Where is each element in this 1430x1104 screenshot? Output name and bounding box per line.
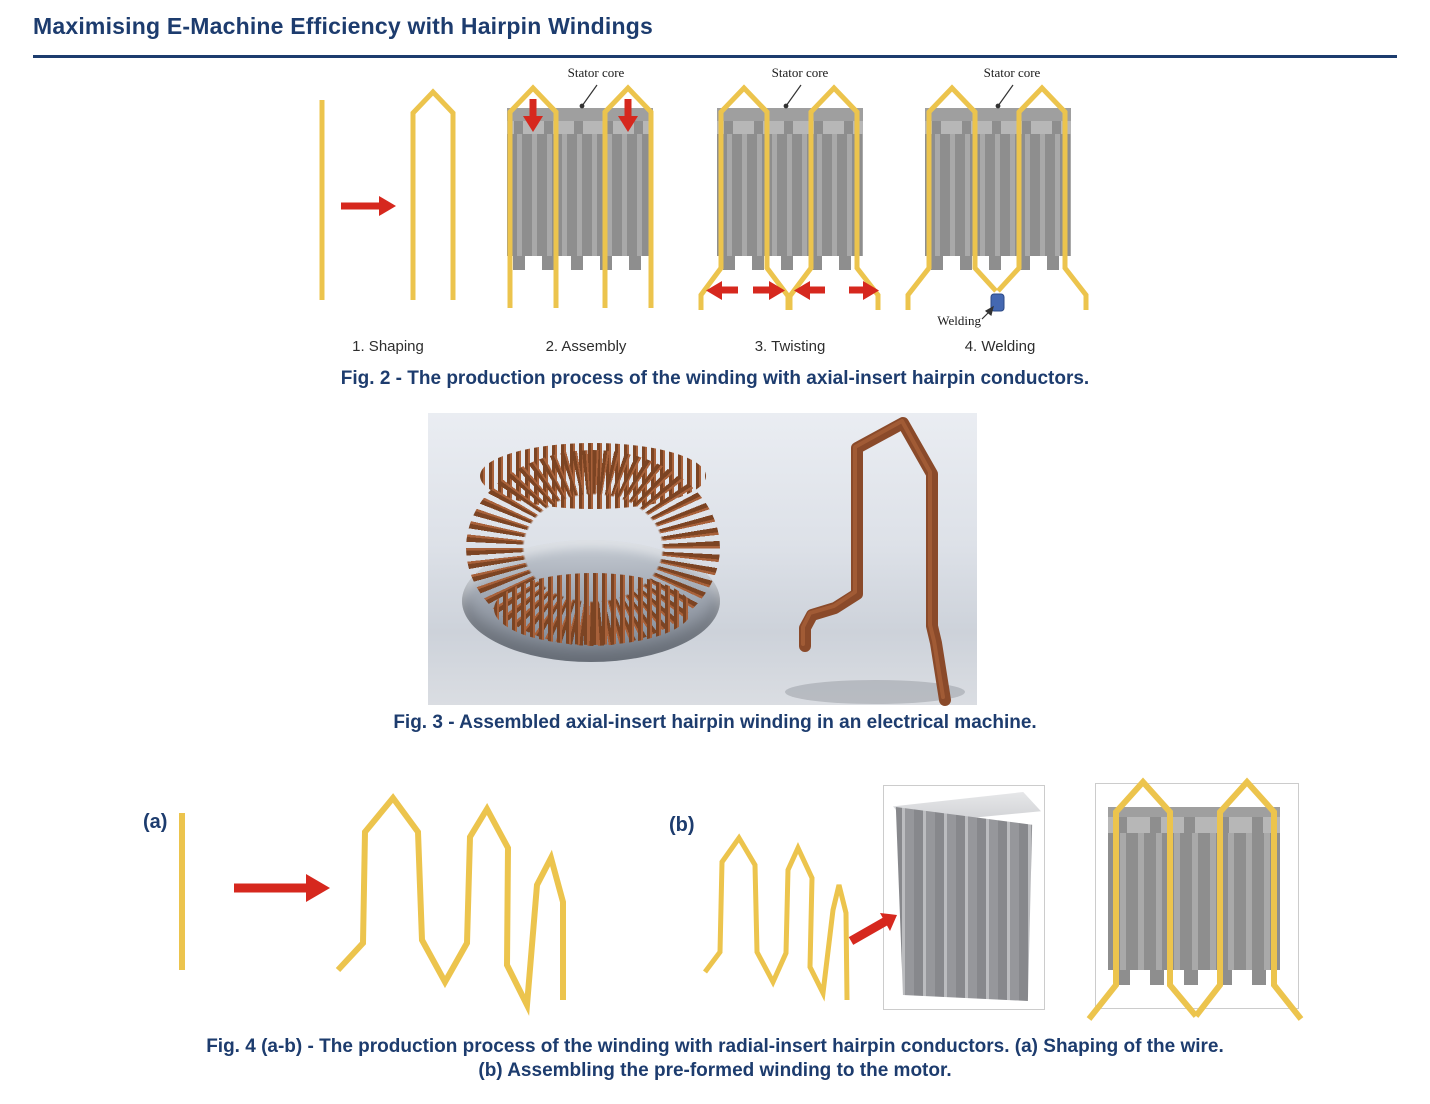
pointer-line [997, 84, 1014, 107]
title-rule [33, 55, 1397, 58]
stator-core-assembly-graphic [507, 108, 653, 270]
fig4-caption-line1: Fig. 4 (a-b) - The production process of… [206, 1036, 1224, 1057]
step-label-twisting: 3. Twisting [754, 338, 826, 355]
stator-core-label: Stator core [771, 65, 829, 80]
arrow-right-icon [306, 874, 330, 902]
arrow-right-icon [379, 196, 396, 216]
arrow-right-icon [849, 286, 865, 294]
wave-winding-wire [335, 793, 566, 1016]
figure-3-image [428, 413, 977, 705]
fig4-caption-line2: (b) Assembling the pre-formed winding to… [478, 1060, 952, 1081]
arrow-up-right-icon [848, 917, 889, 945]
fig4-label-a: (a) [143, 811, 168, 833]
page-title: Maximising E-Machine Efficiency with Hai… [33, 13, 653, 39]
arrow-right-icon [863, 281, 879, 300]
step-label-welding: 4. Welding [964, 338, 1036, 355]
arrow-right-icon [341, 202, 379, 210]
arrow-left-icon [808, 286, 825, 294]
pointer-line [785, 84, 802, 107]
fig4-label-b: (b) [669, 814, 695, 836]
fig2-caption: Fig. 2 - The production process of the w… [340, 368, 1090, 389]
weld-spot [990, 293, 1005, 312]
arrow-left-icon [794, 281, 810, 300]
arrow-right-icon [234, 883, 308, 893]
welding-label: Welding [937, 313, 981, 328]
pointer-line [981, 310, 991, 320]
stator-core-welding-graphic [925, 108, 1071, 270]
wave-winding-wire [703, 833, 850, 1002]
arrow-right-icon [753, 286, 770, 294]
fig4a-graphics [179, 793, 566, 1016]
stator-core-label: Stator core [983, 65, 1041, 80]
slotted-stator-front-face [895, 806, 1033, 1001]
arrow-right-icon [769, 281, 785, 300]
step-label-assembly: 2. Assembly [545, 338, 627, 355]
hairpin-ring-front-pins [494, 573, 692, 645]
fig3-caption: Fig. 3 - Assembled axial-insert hairpin … [393, 712, 1037, 733]
hairpin-wire [410, 88, 456, 300]
arrow-left-icon [721, 286, 738, 294]
stator-core-front-view [1108, 807, 1280, 985]
stator-core-label: Stator core [567, 65, 625, 80]
stator-core-twisting-graphic [717, 108, 863, 270]
pointer-line [581, 84, 598, 107]
arrow-left-icon [706, 281, 722, 300]
pointer-arrowhead [984, 305, 994, 317]
step-label-shaping: 1. Shaping [352, 338, 424, 355]
